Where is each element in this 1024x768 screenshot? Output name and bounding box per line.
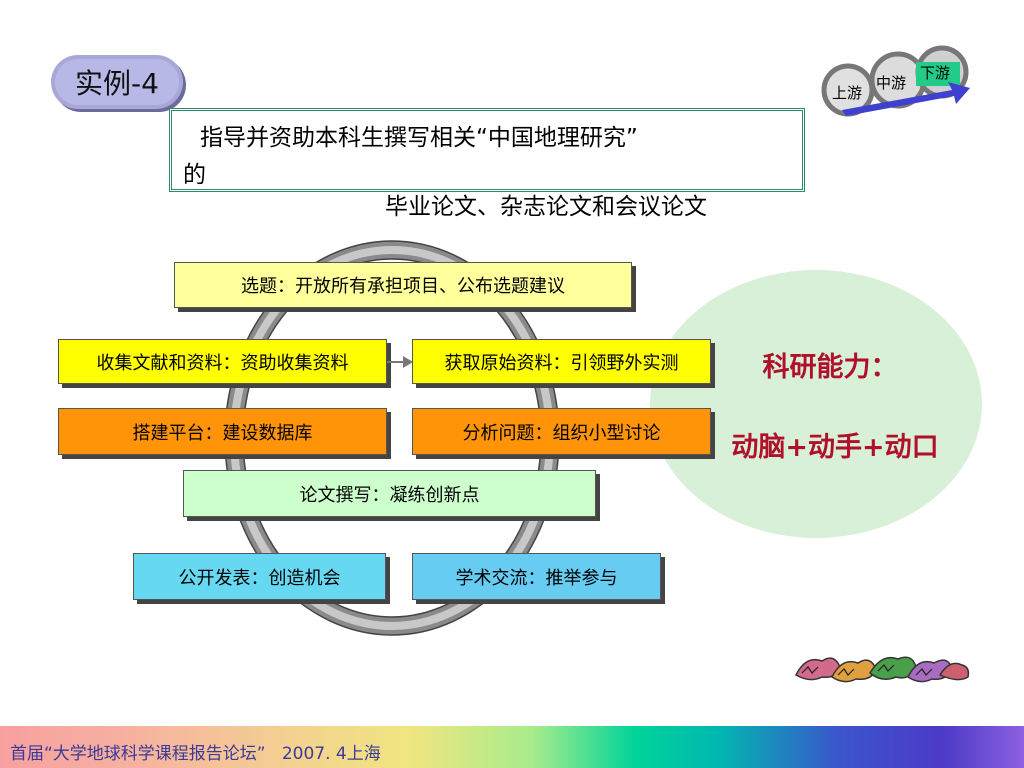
- research-ability-title: 科研能力：: [762, 352, 898, 383]
- step-publication: 公开发表：创造机会: [133, 553, 386, 600]
- slide-title: 实例-4: [55, 59, 179, 105]
- intro-line-3: 毕业论文、杂志论文和会议论文: [385, 194, 707, 220]
- intro-line-2: 的: [183, 162, 206, 188]
- step-collect-literature: 收集文献和资料：资助收集资料: [58, 339, 387, 384]
- midstream-label: 中游: [876, 74, 906, 92]
- intro-line-1: 指导并资助本科生撰写相关“中国地理研究”: [200, 125, 638, 151]
- downstream-label: 下游: [920, 64, 950, 82]
- decorative-animals-icon: [795, 656, 970, 683]
- intro-frame: [169, 108, 805, 192]
- step-analyze-problems: 分析问题：组织小型讨论: [412, 408, 711, 455]
- step-topic-selection: 选题：开放所有承担项目、公布选题建议: [174, 262, 632, 308]
- arrow-right-icon: [387, 356, 413, 368]
- upstream-midstream-downstream-logo: 上游 中游 下游: [821, 45, 970, 117]
- slide-title-badge: 实例-4: [51, 55, 183, 109]
- upstream-label: 上游: [832, 84, 862, 102]
- step-paper-writing: 论文撰写：凝练创新点: [183, 470, 596, 517]
- step-academic-exchange: 学术交流：推举参与: [412, 553, 661, 600]
- step-build-database: 搭建平台：建设数据库: [58, 408, 387, 455]
- footer-gradient-band: [0, 726, 1024, 768]
- footer-text: 首届“大学地球科学课程报告论坛” 2007. 4上海: [10, 744, 381, 764]
- research-ability-ellipse: [650, 270, 982, 538]
- step-field-measurement: 获取原始资料：引领野外实测: [412, 339, 711, 384]
- research-ability-formula: 动脑+动手+动口: [731, 432, 939, 463]
